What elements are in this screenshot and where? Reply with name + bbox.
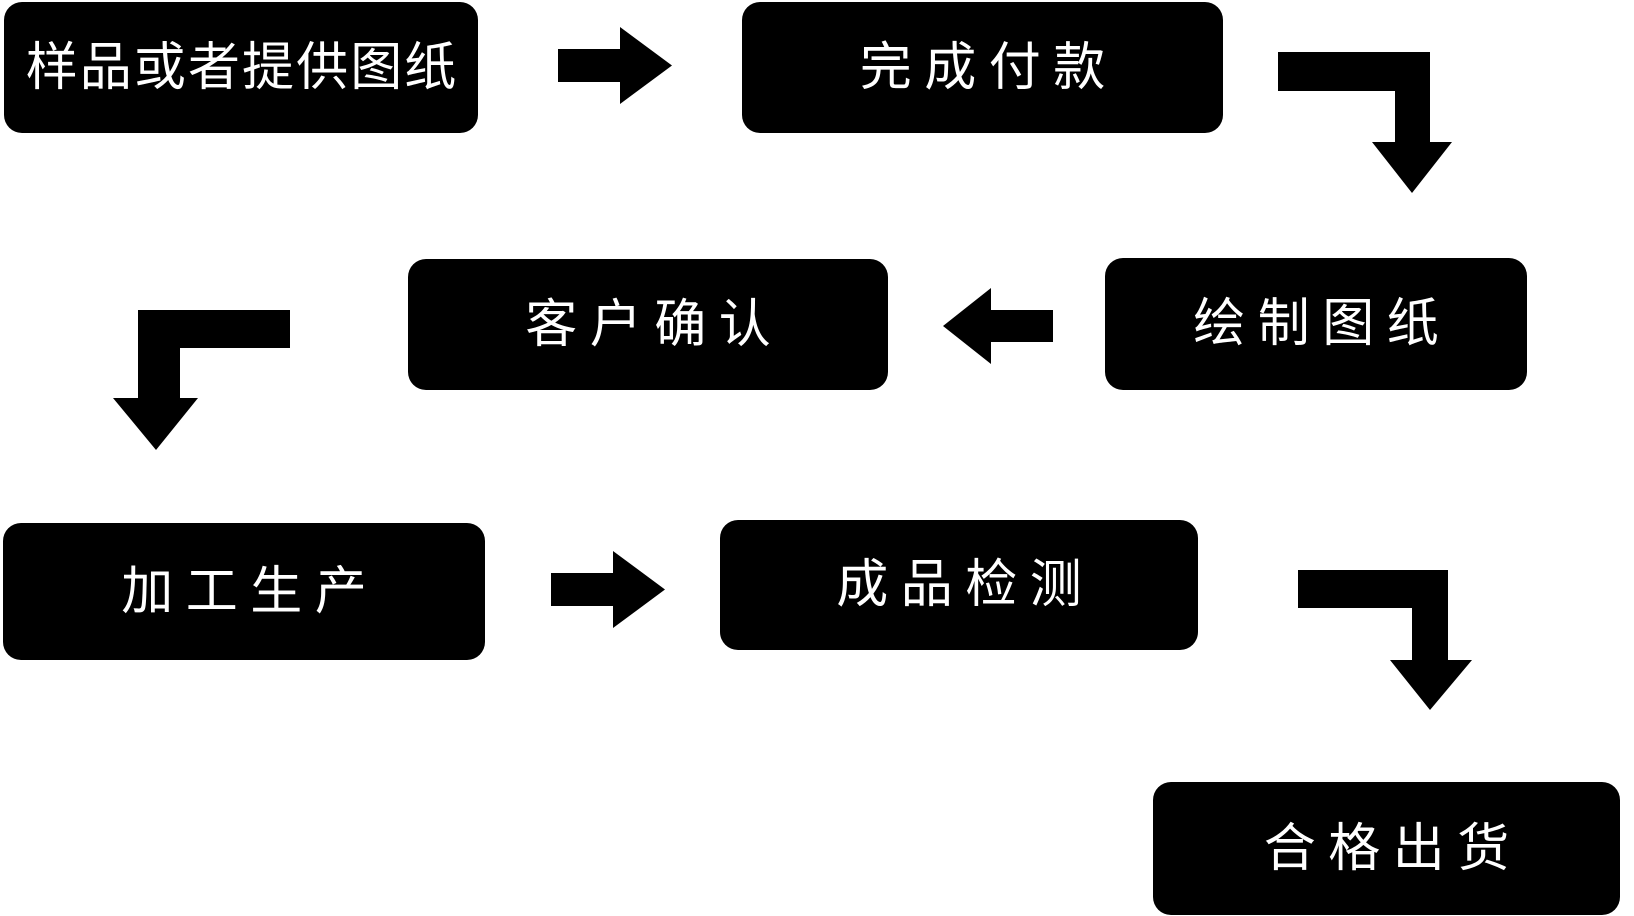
flow-node-label: 合格出货 bbox=[1263, 818, 1522, 879]
arrow-elbow-left-down-icon bbox=[113, 310, 290, 450]
flow-node-sample-or-drawing: 样品或者提供图纸 bbox=[4, 2, 478, 133]
arrow-elbow-right-down-icon bbox=[1278, 52, 1452, 193]
flow-node-finished-inspection: 成品检测 bbox=[720, 520, 1198, 650]
arrow-elbow-right-down-icon bbox=[1298, 570, 1472, 710]
arrow-right-icon bbox=[551, 551, 665, 628]
flow-node-label: 加工生产 bbox=[121, 561, 380, 622]
flow-node-label: 完成付款 bbox=[859, 37, 1118, 98]
flow-node-complete-payment: 完成付款 bbox=[742, 2, 1223, 133]
flow-node-customer-confirmation: 客户确认 bbox=[408, 259, 888, 390]
arrow-left-icon bbox=[943, 288, 1053, 364]
flow-node-processing-production: 加工生产 bbox=[3, 523, 485, 660]
flow-node-label: 成品检测 bbox=[836, 555, 1095, 615]
arrow-right-icon bbox=[558, 27, 672, 104]
flow-node-qualified-shipment: 合格出货 bbox=[1153, 782, 1620, 915]
flow-node-label: 客户确认 bbox=[525, 294, 784, 355]
flow-node-draw-drawings: 绘制图纸 bbox=[1105, 258, 1527, 390]
flow-node-label: 绘制图纸 bbox=[1193, 294, 1452, 354]
flow-node-label: 样品或者提供图纸 bbox=[25, 37, 459, 98]
